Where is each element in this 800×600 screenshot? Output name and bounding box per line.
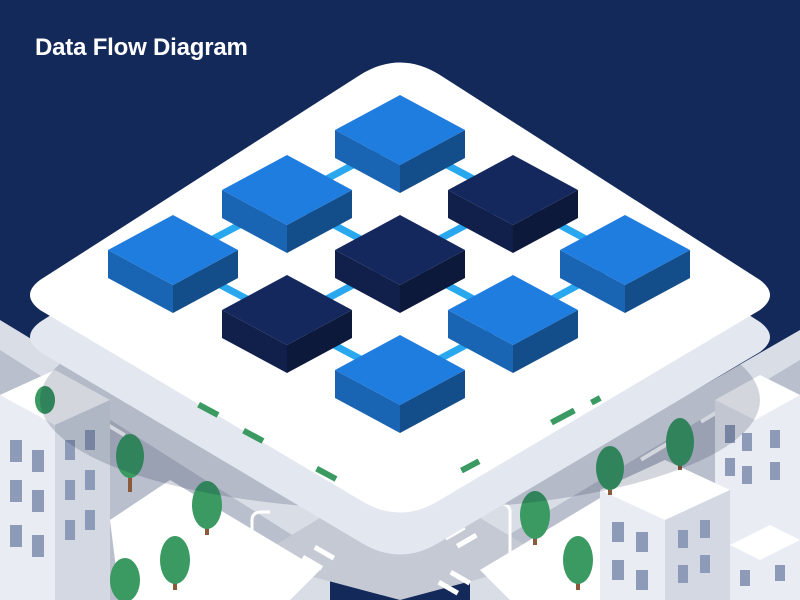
node-upper-left-left-face: [222, 190, 287, 253]
node-lower-left-top-face: [222, 275, 352, 345]
platform-green-lights: [197, 395, 602, 482]
tree: [563, 536, 593, 590]
node-top-left-face: [335, 130, 400, 193]
diagram-nodes: [108, 95, 690, 433]
node-right-right-face: [625, 250, 690, 313]
page-title: Data Flow Diagram: [35, 34, 248, 61]
tree: [160, 536, 190, 590]
node-lower-left-left-face: [222, 310, 287, 373]
tree: [666, 418, 694, 470]
node-lower-left-right-face: [287, 310, 352, 373]
node-left-left-face: [108, 250, 173, 313]
tree: [116, 434, 144, 492]
node-lower-left[interactable]: [222, 275, 352, 373]
tree: [520, 491, 550, 545]
node-lower-right-right-face: [513, 310, 578, 373]
node-bottom-left-face: [335, 370, 400, 433]
crosswalk-left: [277, 545, 336, 591]
node-upper-right-right-face: [513, 190, 578, 253]
node-upper-left-right-face: [287, 190, 352, 253]
node-lower-right[interactable]: [448, 275, 578, 373]
building-right-corner: [730, 525, 800, 600]
node-left-right-face: [173, 250, 238, 313]
node-left-top-face: [108, 215, 238, 285]
trees: [35, 386, 694, 600]
node-upper-right-top-face: [448, 155, 578, 225]
building-right-front: [600, 460, 730, 600]
building-left: [0, 370, 110, 600]
street-lamp-left: [250, 510, 270, 570]
node-bottom-right-face: [400, 370, 465, 433]
node-upper-right[interactable]: [448, 155, 578, 253]
tree: [596, 446, 624, 495]
node-upper-left[interactable]: [222, 155, 352, 253]
node-top[interactable]: [335, 95, 465, 193]
node-top-top-face: [335, 95, 465, 165]
node-center-left-face: [335, 250, 400, 313]
node-lower-right-left-face: [448, 310, 513, 373]
tree: [110, 558, 140, 600]
node-top-right-face: [400, 130, 465, 193]
node-center[interactable]: [335, 215, 465, 313]
node-right-left-face: [560, 250, 625, 313]
tree: [35, 386, 55, 414]
node-bottom-top-face: [335, 335, 465, 405]
node-center-top-face: [335, 215, 465, 285]
node-left[interactable]: [108, 215, 238, 313]
node-upper-left-top-face: [222, 155, 352, 225]
tree: [192, 481, 222, 535]
node-center-right-face: [400, 250, 465, 313]
node-right[interactable]: [560, 215, 690, 313]
node-upper-right-left-face: [448, 190, 513, 253]
node-lower-right-top-face: [448, 275, 578, 345]
node-bottom[interactable]: [335, 335, 465, 433]
node-right-top-face: [560, 215, 690, 285]
